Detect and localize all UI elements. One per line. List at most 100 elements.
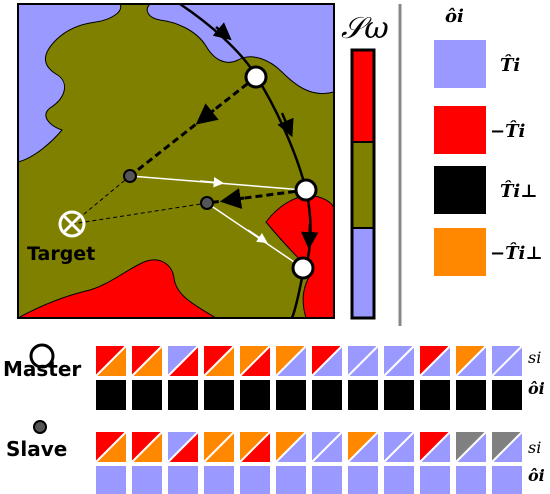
- slave-o-cell-5: [240, 466, 270, 494]
- slave-dashed-path-1: [129, 75, 257, 178]
- target-label: Target: [27, 243, 95, 265]
- master-o-label: ôi: [528, 379, 545, 398]
- legend-label-2: −T̂i: [490, 120, 525, 142]
- master-s-cell-2: [131, 345, 163, 377]
- master-s-cell-6: [275, 345, 307, 377]
- slave-o-cell-8: [348, 466, 378, 494]
- slave-s-cell-10: [419, 431, 451, 463]
- master-row-label: Master: [3, 343, 81, 381]
- slave-arrow-1: [195, 103, 219, 125]
- master-o-cell-5: [240, 380, 270, 410]
- slave-o-cell-6: [276, 466, 306, 494]
- slave-s-cell-11: [455, 431, 487, 463]
- master-s-cell-10: [419, 345, 451, 377]
- master-arrow-2: [277, 112, 294, 138]
- master-s-cell-9: [383, 345, 415, 377]
- master-s-cell-3: [167, 345, 199, 377]
- slave-label: Slave: [6, 437, 67, 461]
- master-arrow-1: [212, 22, 232, 41]
- slave-s-cell-7: [311, 431, 343, 463]
- legend: T̂i −T̂i T̂i⊥ −T̂i⊥: [434, 40, 543, 276]
- slave-o-cell-3: [168, 466, 198, 494]
- master-o-cell-11: [456, 380, 486, 410]
- master-s-cell-8: [347, 345, 379, 377]
- slave-o-cell-11: [456, 466, 486, 494]
- legend-header: ôi: [445, 6, 464, 27]
- master-node-3: [291, 256, 315, 280]
- thin-dashed-line-2: [71, 202, 208, 225]
- legend-label-3: T̂i⊥: [500, 180, 538, 202]
- white-arrow-1: [199, 177, 225, 188]
- slave-o-label: ôi: [528, 466, 545, 485]
- master-s-cell-7: [311, 345, 343, 377]
- master-o-cell-8: [348, 380, 378, 410]
- master-node-1: [244, 65, 268, 89]
- master-o-cell-12: [492, 380, 522, 410]
- master-node-2: [294, 178, 318, 202]
- master-o-cell-6: [276, 380, 306, 410]
- slave-s-cell-2: [131, 431, 163, 463]
- master-marker-icon: [29, 343, 55, 369]
- master-o-cell-1: [96, 380, 126, 410]
- slave-o-cell-4: [204, 466, 234, 494]
- master-s-cell-11: [455, 345, 487, 377]
- legend-label-4: −T̂i⊥: [490, 242, 543, 264]
- slave-o-cell-7: [312, 466, 342, 494]
- scale-title: 𝒮ω: [341, 11, 389, 46]
- master-s-cell-4: [203, 345, 235, 377]
- slave-s-cell-6: [275, 431, 307, 463]
- slave-s-cell-12: [491, 431, 523, 463]
- master-o-cell-2: [132, 380, 162, 410]
- master-o-cell-7: [312, 380, 342, 410]
- master-o-row: [96, 380, 522, 410]
- master-label: Master: [3, 357, 81, 381]
- map-region-red-bottom: [18, 259, 217, 318]
- scale-bar: [350, 48, 376, 320]
- slave-o-cell-1: [96, 466, 126, 494]
- thin-dashed-line-1: [71, 175, 131, 225]
- slave-s-cell-3: [167, 431, 199, 463]
- legend-label-1: T̂i: [500, 54, 520, 76]
- slave-node-1: [123, 169, 137, 183]
- target-icon: [58, 210, 86, 238]
- master-arrow-3: [300, 223, 319, 250]
- slave-o-cell-2: [132, 466, 162, 494]
- master-o-cell-3: [168, 380, 198, 410]
- slave-s-cell-9: [383, 431, 415, 463]
- master-s-label: si: [528, 348, 541, 367]
- slave-row-label: Slave: [6, 420, 67, 461]
- slave-s-cell-8: [347, 431, 379, 463]
- slave-o-cell-10: [420, 466, 450, 494]
- slave-s-row: [95, 431, 523, 463]
- white-arrow-2: [247, 229, 268, 244]
- slave-s-cell-1: [95, 431, 127, 463]
- map-region-lavender-left: [18, 4, 122, 163]
- master-o-cell-9: [384, 380, 414, 410]
- slave-node-2: [200, 196, 214, 210]
- master-o-cell-4: [204, 380, 234, 410]
- map-region-lavender-top: [146, 4, 334, 94]
- scale-segment-red: [352, 50, 374, 142]
- legend-swatch-black: [434, 166, 486, 214]
- legend-swatch-red: [434, 106, 486, 154]
- slave-s-cell-5: [239, 431, 271, 463]
- slave-s-cell-4: [203, 431, 235, 463]
- region-map: [18, 4, 334, 318]
- slave-o-row: [96, 466, 522, 494]
- legend-swatch-orange: [434, 228, 486, 276]
- master-o-cell-10: [420, 380, 450, 410]
- master-s-row: [95, 345, 523, 377]
- slave-s-label: si: [528, 438, 541, 457]
- slave-arrow-2: [219, 188, 245, 209]
- slave-marker-icon: [33, 420, 47, 434]
- master-s-cell-12: [491, 345, 523, 377]
- slave-o-cell-12: [492, 466, 522, 494]
- scale-segment-olive: [352, 142, 374, 228]
- master-s-cell-1: [95, 345, 127, 377]
- master-s-cell-5: [239, 345, 271, 377]
- scale-segment-lavender: [352, 228, 374, 318]
- map-frame: [17, 3, 335, 319]
- slave-o-cell-9: [384, 466, 414, 494]
- legend-swatch-lavender: [434, 40, 486, 88]
